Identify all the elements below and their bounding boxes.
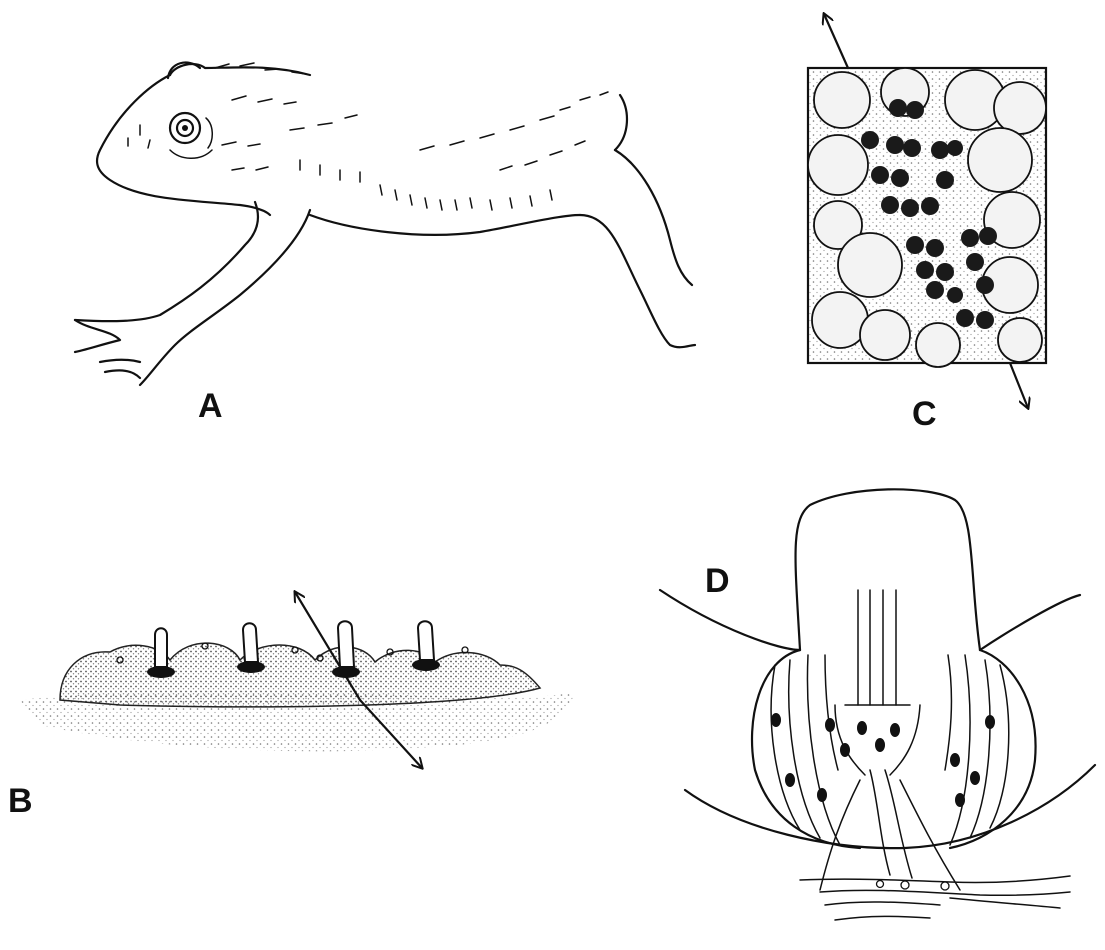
panel-label-a: A	[198, 387, 223, 425]
bulb	[752, 650, 1036, 848]
nuclei	[771, 713, 995, 807]
arrow-up-c	[824, 14, 848, 68]
panel-b-gland-row: B	[8, 592, 575, 820]
panel-label-d: D	[705, 562, 730, 600]
panel-a-frog: A	[75, 63, 695, 425]
panel-d-sensory-organ: D	[660, 489, 1095, 920]
arrow-down-c	[1010, 363, 1028, 408]
cell-columns	[771, 590, 1009, 845]
panel-label-b: B	[8, 782, 33, 820]
panel-c-tissue-section: C	[808, 14, 1046, 433]
panel-label-c: C	[912, 395, 937, 433]
cap	[796, 489, 980, 650]
bumps-outline	[60, 643, 540, 707]
